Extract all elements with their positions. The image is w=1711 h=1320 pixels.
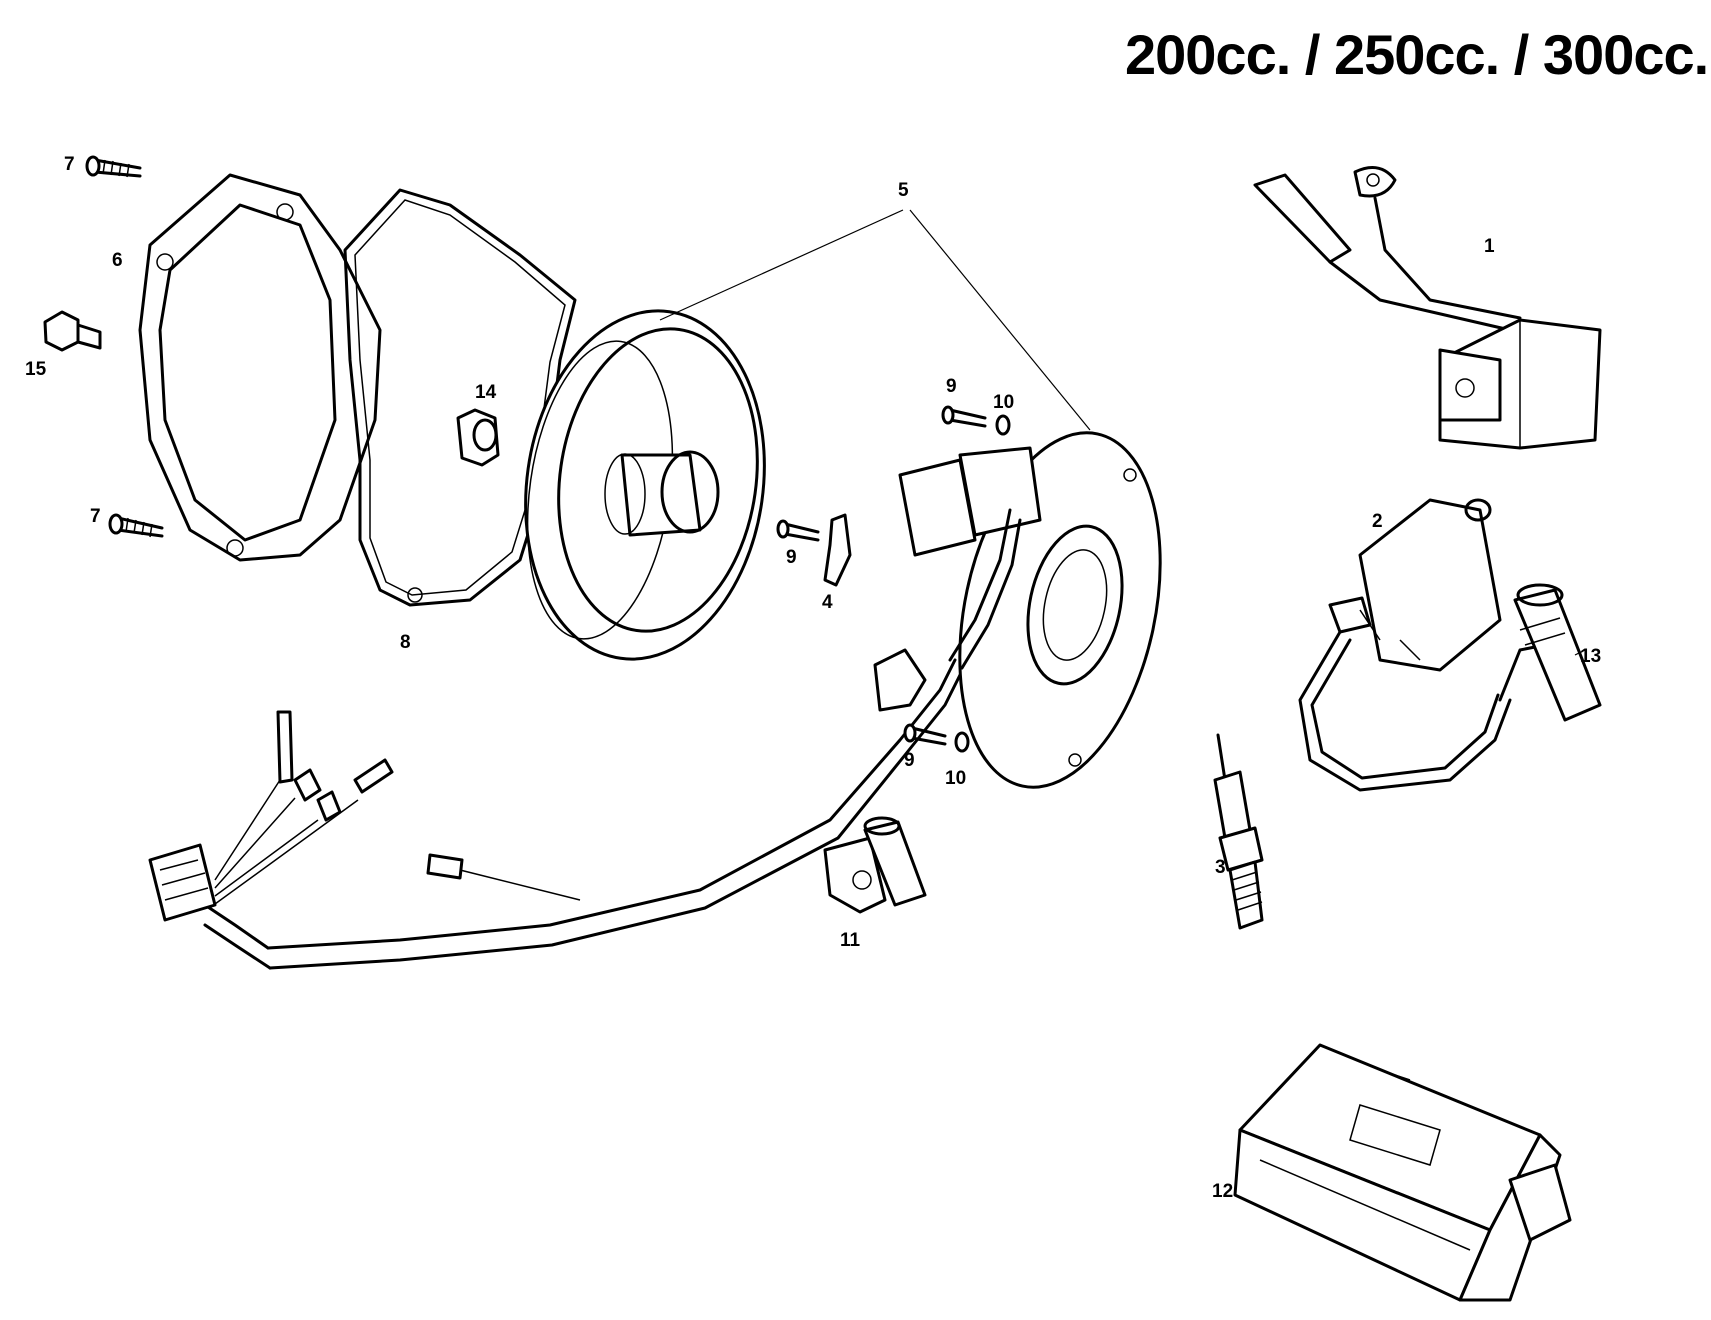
label-1: 1 <box>1484 236 1495 257</box>
diagram-title: 200cc. / 250cc. / 300cc. <box>1125 23 1709 86</box>
label-2: 2 <box>1372 511 1383 532</box>
part-screw-7-top <box>85 155 142 178</box>
label-9-top: 9 <box>946 376 957 397</box>
label-7-top: 7 <box>64 154 75 175</box>
part-washer-10-top <box>995 414 1011 436</box>
part-bolt <box>43 310 102 352</box>
label-11: 11 <box>840 930 861 951</box>
part-regulator <box>1253 166 1602 450</box>
label-7-bottom: 7 <box>90 506 101 527</box>
part-key <box>823 816 927 914</box>
label-9-bottom: 9 <box>904 750 915 771</box>
label-6: 6 <box>112 250 123 271</box>
label-8: 8 <box>400 632 411 653</box>
label-9-middle: 9 <box>786 547 797 568</box>
part-cdi-unit <box>1233 1043 1572 1302</box>
label-3: 3 <box>1215 857 1226 878</box>
part-screw-9-top <box>941 405 987 428</box>
part-nut <box>456 408 500 467</box>
part-stator-cover <box>138 173 382 562</box>
label-5: 5 <box>898 180 909 201</box>
part-clip <box>823 513 852 587</box>
part-gasket <box>343 188 577 607</box>
label-4: 4 <box>822 592 833 613</box>
part-screw-9-bottom <box>903 723 947 746</box>
label-10-bottom: 10 <box>945 768 966 789</box>
leader-line-13 <box>1574 649 1586 656</box>
part-spark-plug <box>1213 733 1264 930</box>
label-15: 15 <box>25 359 47 380</box>
leader-line-5-stator <box>909 209 1091 431</box>
part-washer-10-bottom <box>954 731 970 753</box>
label-12: 12 <box>1212 1181 1233 1202</box>
part-spark-plug-cap <box>1513 583 1602 722</box>
part-flywheel-rotor <box>524 309 766 661</box>
label-13: 13 <box>1580 646 1601 667</box>
label-10-top: 10 <box>993 392 1014 413</box>
part-stator-plate <box>898 431 1162 789</box>
leader-line-5-rotor <box>659 209 904 321</box>
part-ignition-coil <box>1298 498 1572 792</box>
part-screw-7-bottom <box>108 513 164 538</box>
part-screw-9-middle <box>776 519 820 542</box>
label-14: 14 <box>475 382 497 403</box>
part-wiring-harness <box>148 648 962 970</box>
